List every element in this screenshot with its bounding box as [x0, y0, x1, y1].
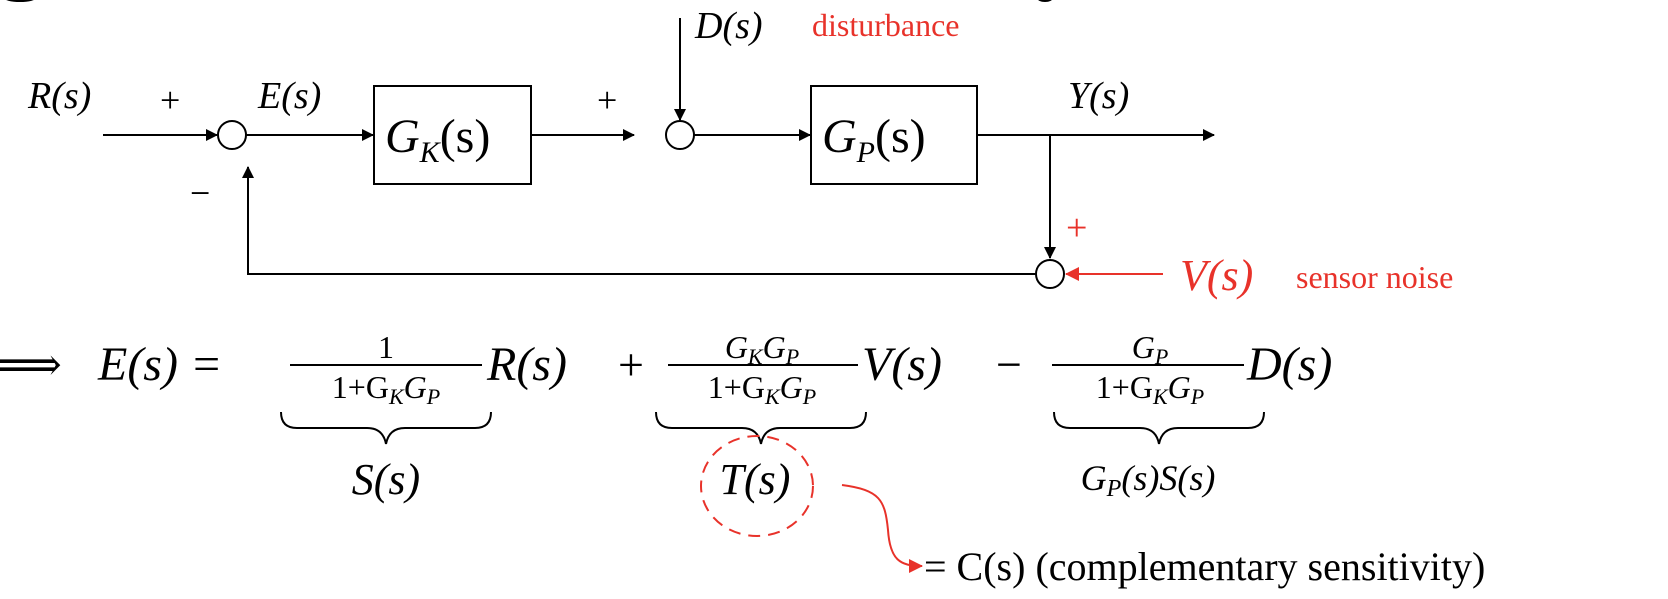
sum2-plus-sign: + — [597, 80, 617, 120]
reference-label: R(s) — [27, 75, 91, 117]
term-1-denominator: 1+GKGP — [332, 369, 440, 409]
error-label: E(s) — [257, 75, 321, 117]
term-3-sign: − — [996, 339, 1022, 390]
complementary-sensitivity-callout: = C(s) (complementary sensitivity) — [924, 544, 1485, 589]
equation-term-1: 1 1+GKGP R(s) S(s) — [280, 329, 567, 504]
sum1-plus-sign: + — [160, 80, 180, 120]
term-1-underbrace — [280, 411, 492, 445]
term-2-sign: + — [618, 339, 644, 390]
equation-term-2: + GKGP 1+GKGP V(s) T(s) — [618, 329, 942, 537]
term-3-underbrace — [1053, 411, 1265, 445]
summing-junction-2 — [665, 120, 695, 150]
term-2-denominator: 1+GKGP — [708, 369, 816, 409]
cropped-title-fragment — [1038, 0, 1052, 2]
term-3-numerator: GP — [1132, 329, 1169, 369]
term-2-signal: V(s) — [862, 338, 942, 391]
noise-annotation: sensor noise — [1296, 259, 1453, 295]
plant-block-label: GP(s) — [822, 110, 926, 169]
plant-sensitivity-label: GP(s)S(s) — [1081, 458, 1216, 502]
term-3-denominator: 1+GKGP — [1096, 369, 1204, 409]
output-label: Y(s) — [1068, 75, 1129, 117]
equation-lhs: E(s) = — [97, 338, 222, 391]
controller-block-label: GK(s) — [385, 110, 490, 169]
summing-junction-3 — [1035, 259, 1065, 289]
implies-symbol: ⟹ — [0, 339, 62, 390]
term-2-numerator: GKGP — [725, 329, 799, 369]
sum1-minus-sign: − — [190, 173, 210, 213]
sum3-plus-sign: + — [1066, 207, 1087, 249]
highlight-dashed-ellipse — [700, 435, 814, 537]
noise-label: V(s) — [1180, 251, 1253, 300]
equation-term-3: − GP 1+GKGP D(s) GP(s)S(s) — [996, 329, 1332, 502]
disturbance-label: D(s) — [694, 5, 763, 47]
sensitivity-label: S(s) — [352, 455, 420, 504]
disturbance-annotation: disturbance — [812, 7, 960, 43]
summing-junction-1 — [217, 120, 247, 150]
feedback-return-path — [242, 166, 1036, 275]
term-3-signal: D(s) — [1246, 338, 1332, 391]
cropped-title-fragment — [6, 0, 34, 2]
complementary-sensitivity-label: T(s) — [720, 455, 791, 504]
term-2-underbrace — [655, 411, 867, 445]
term-1-numerator: 1 — [378, 329, 394, 365]
callout-arrow — [841, 484, 923, 573]
term-1-signal: R(s) — [486, 338, 567, 391]
